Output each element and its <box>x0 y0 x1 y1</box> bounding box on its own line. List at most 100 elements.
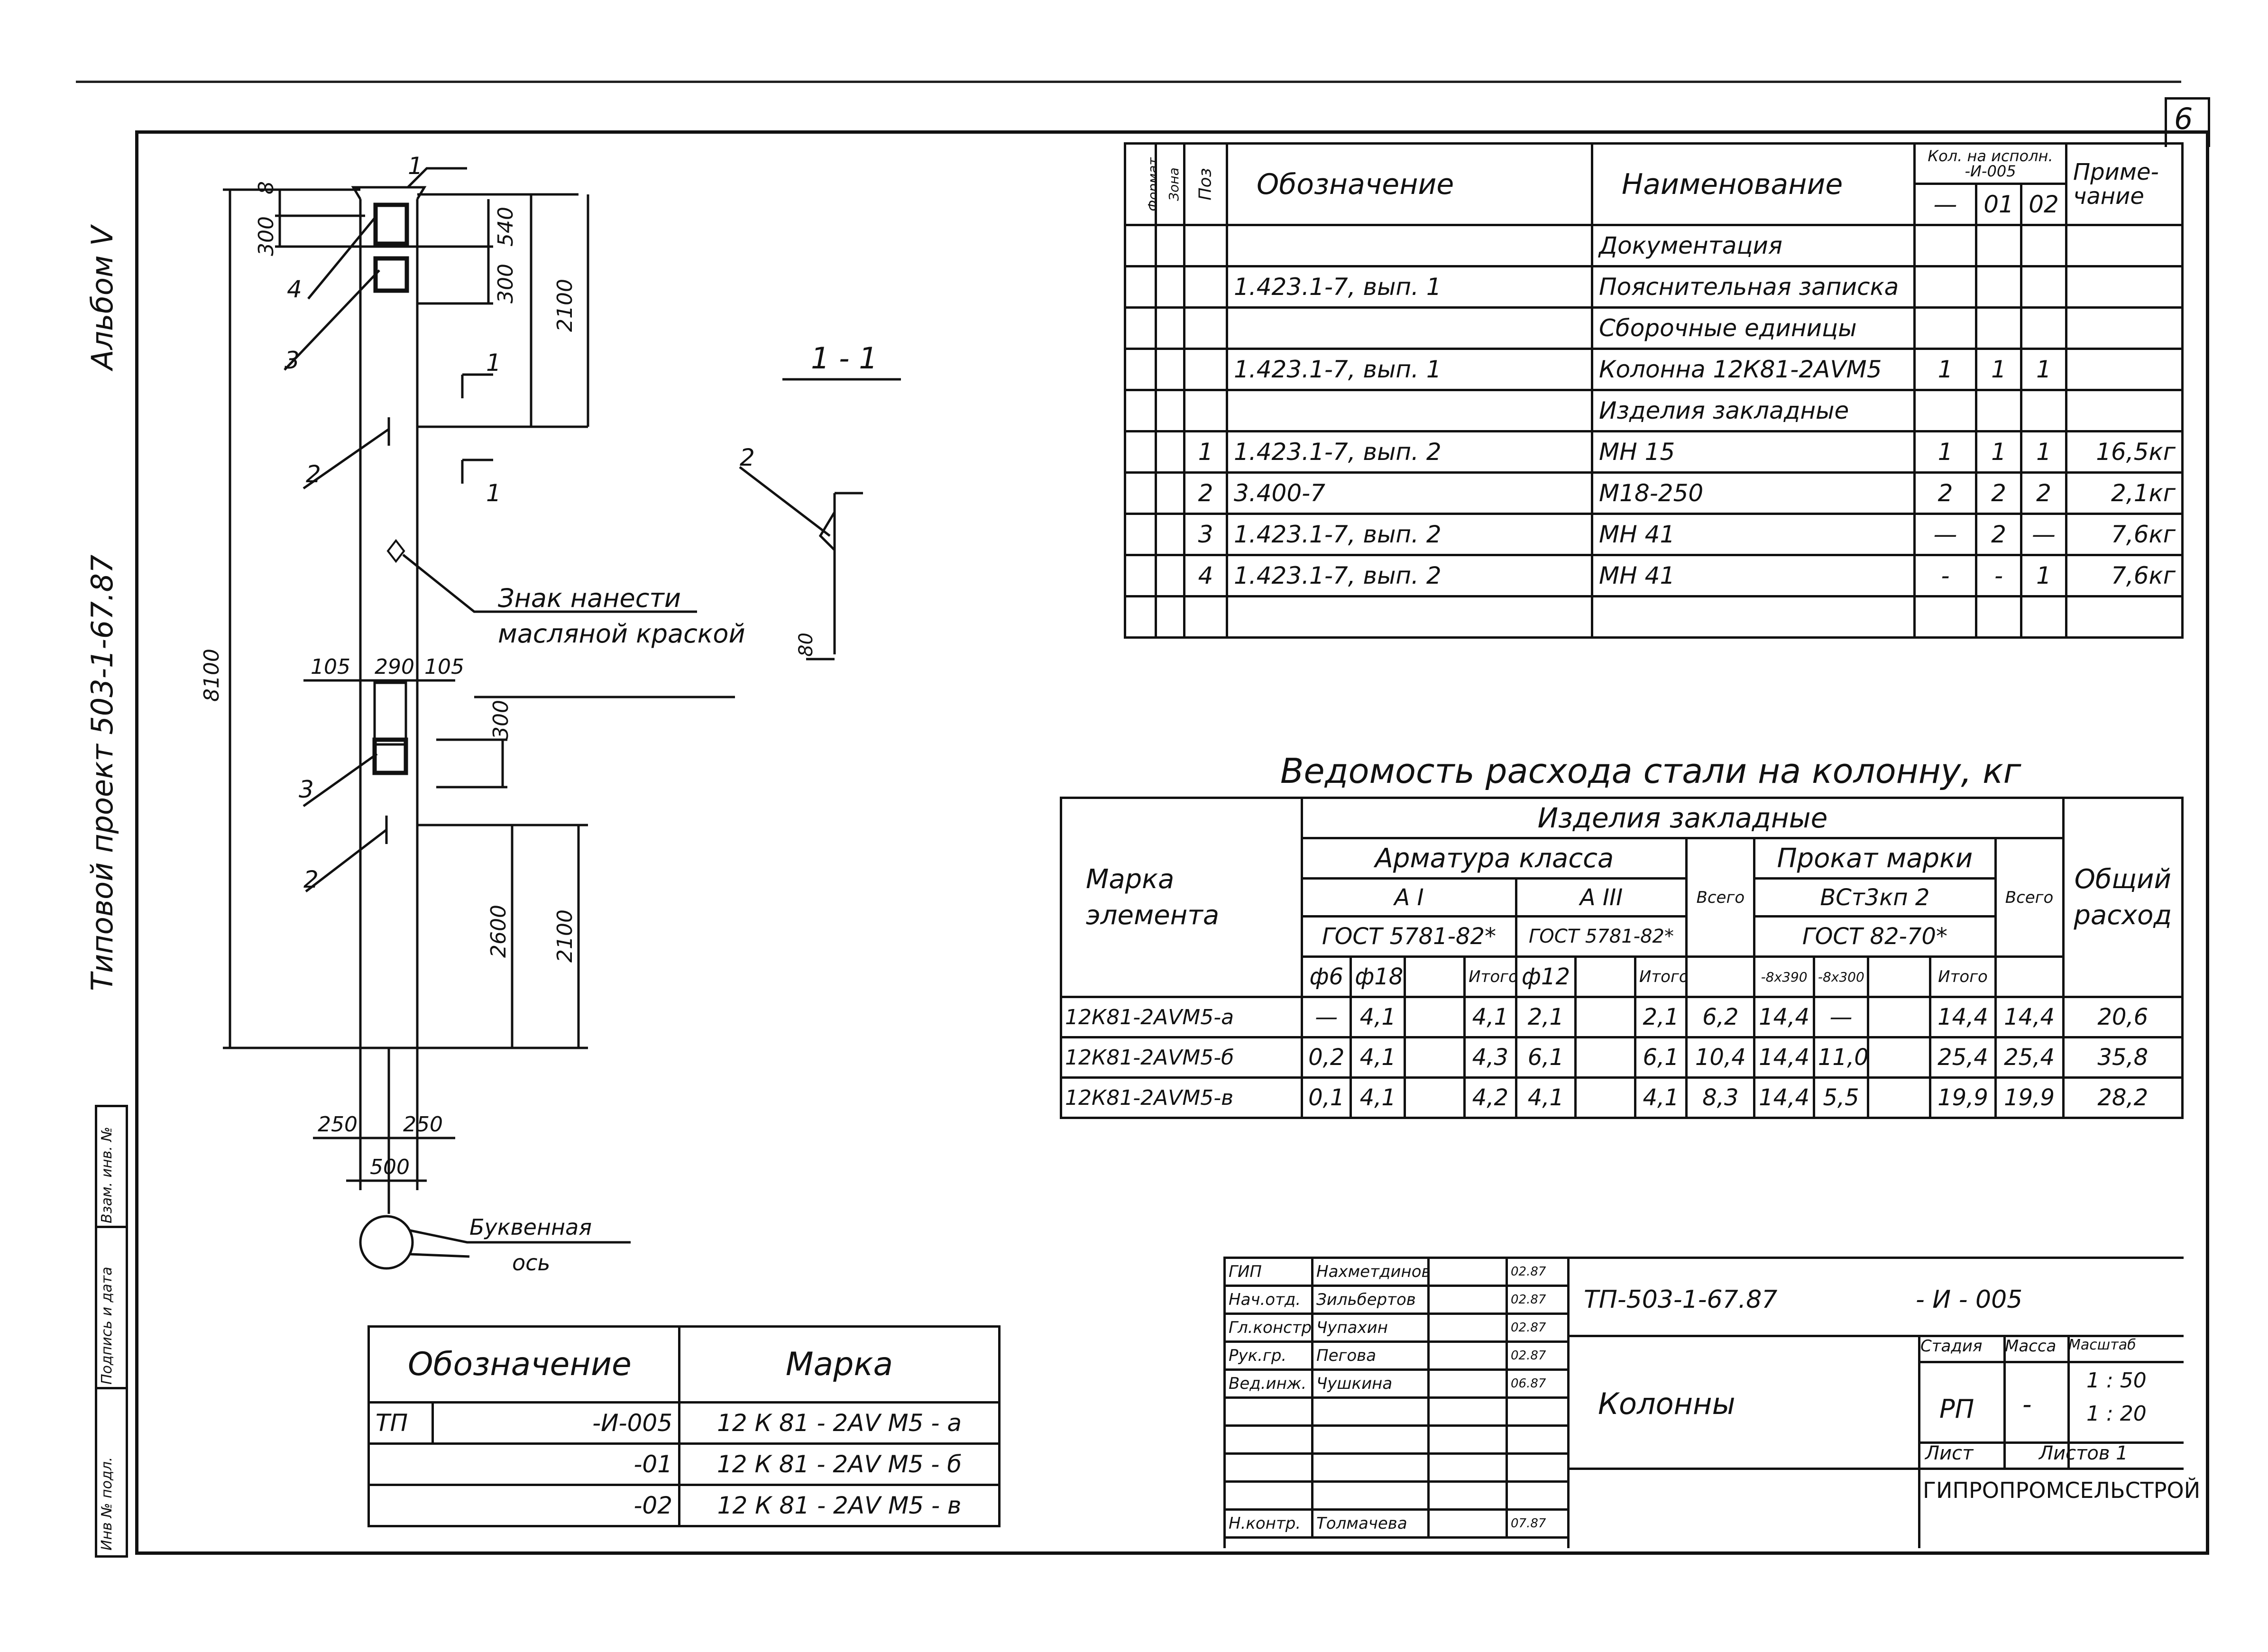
spec-note <box>2065 389 2184 432</box>
spec-q2 <box>2020 595 2067 639</box>
spec-designation <box>1226 595 1593 639</box>
dim-300-low: 300 <box>489 700 513 740</box>
marks-designation: -02 <box>432 1484 681 1527</box>
spec-pos <box>1183 595 1228 639</box>
steel-head-rebar: Арматура класса <box>1301 837 1688 880</box>
steel-cell-it3: 14,4 <box>1929 996 1997 1038</box>
steel-cell-p2: 5,5 <box>1812 1076 1870 1119</box>
staff-role: Вед.инж. <box>1223 1368 1313 1399</box>
spec-note <box>2065 306 2184 350</box>
spec-name: Сборочные единицы <box>1591 306 1916 350</box>
steel-head-itogo3: Итого <box>1929 955 1997 998</box>
steel-cell-tot2: 19,9 <box>1994 1076 2065 1119</box>
spec-note <box>2065 224 2184 267</box>
marks-prefix: ТП <box>367 1401 434 1445</box>
note-line-1: Знак нанести <box>498 583 681 613</box>
marks-designation: -И-005 <box>431 1401 681 1445</box>
dim-2100-bottom: 2100 <box>553 909 577 963</box>
stamp-mass-label: Масса <box>2005 1337 2057 1356</box>
stamp-sheet-label: Лист <box>1925 1442 1974 1464</box>
steel-head-p1: -8х390 <box>1753 955 1815 998</box>
steel-cell-tot1: 6,2 <box>1685 996 1756 1038</box>
spec-zone <box>1155 389 1185 432</box>
stamp-stage-label: Стадия <box>1920 1337 1983 1356</box>
stamp-mass: - <box>2022 1389 2032 1419</box>
steel-head-a3: А III <box>1515 877 1688 918</box>
steel-cell-d6: 0,2 <box>1301 1036 1352 1079</box>
spec-designation: 3.400-7 <box>1226 471 1593 515</box>
staff-role: Гл.констр. <box>1223 1312 1313 1343</box>
marks-mark: 12 К 81 - 2АV М5 - а <box>678 1401 1001 1445</box>
marks-head-mark: Марка <box>678 1325 1001 1404</box>
spec-head-qty: Кол. на исполн. -И-005 <box>1913 142 2067 185</box>
steel-head-gost3: ГОСТ 82-70* <box>1753 915 1997 958</box>
spec-pos <box>1183 389 1228 432</box>
spec-note <box>2065 348 2184 391</box>
stamp-code2: - И - 005 <box>1916 1285 2023 1314</box>
section-mark-top: 1 <box>486 349 501 376</box>
steel-cell-d12: 4,1 <box>1515 1076 1577 1119</box>
steel-cell-it2: 2,1 <box>1634 996 1688 1038</box>
staff-name: Чушкина <box>1311 1368 1430 1399</box>
spec-zone <box>1155 224 1185 267</box>
steel-head-d18: ф18 <box>1350 955 1406 998</box>
spec-row: Сборочные единицы <box>1124 306 2184 350</box>
spec-q0: 1 <box>1913 348 1977 391</box>
steel-cell-e3 <box>1867 1036 1932 1079</box>
steel-cell-e1 <box>1404 1036 1466 1079</box>
steel-cell-overall: 28,2 <box>2062 1076 2184 1119</box>
spec-format <box>1124 348 1157 391</box>
marks-prefix <box>367 1442 433 1486</box>
staff-signature <box>1427 1368 1508 1399</box>
spec-q2: 1 <box>2020 348 2067 391</box>
steel-cell-tot1: 10,4 <box>1685 1036 1756 1079</box>
marks-mark: 12 К 81 - 2АV М5 - б <box>678 1442 1001 1486</box>
staff-row-empty <box>1223 1480 1570 1511</box>
spec-zone <box>1155 471 1185 515</box>
spec-designation: 1.423.1-7, вып. 2 <box>1226 554 1593 597</box>
spec-pos: 3 <box>1183 513 1228 556</box>
spec-q2: 1 <box>2020 554 2067 597</box>
staff-date: 06.87 <box>1506 1368 1570 1399</box>
spec-q2 <box>2020 306 2067 350</box>
spec-designation <box>1226 389 1593 432</box>
stamp-code: ТП-503-1-67.87 <box>1584 1285 1778 1314</box>
spec-pos <box>1183 265 1228 309</box>
staff-role: Рук.гр. <box>1223 1340 1313 1371</box>
steel-cell-d12: 2,1 <box>1515 996 1577 1038</box>
spec-q2: 1 <box>2020 430 2067 474</box>
spec-zone <box>1155 348 1185 391</box>
spec-format <box>1124 595 1157 639</box>
callout-1-top: 1 <box>408 152 423 180</box>
spec-q0: — <box>1913 513 1977 556</box>
spec-name: МН 41 <box>1591 554 1916 597</box>
steel-cell-d12: 6,1 <box>1515 1036 1577 1079</box>
spec-head-name: Наименование <box>1591 142 1916 226</box>
steel-cell-overall: 35,8 <box>2062 1036 2184 1079</box>
spec-name: Пояснительная записка <box>1591 265 1916 309</box>
steel-head-embedded: Изделия закладные <box>1301 797 2065 839</box>
steel-head-mark: Марка элемента <box>1059 797 1304 998</box>
spec-row: Документация <box>1124 224 2184 267</box>
staff-name: Толмачева <box>1311 1508 1430 1539</box>
spec-q1 <box>1975 595 2022 639</box>
steel-cell-tot2: 25,4 <box>1994 1036 2065 1079</box>
dim-250-right: 250 <box>403 1112 443 1137</box>
spec-zone <box>1155 306 1185 350</box>
spec-q1: 1 <box>1975 348 2022 391</box>
steel-head-vst: ВСт3кп 2 <box>1753 877 1997 918</box>
spec-q1: 1 <box>1975 430 2022 474</box>
staff-date: 02.87 <box>1506 1257 1570 1287</box>
steel-cell-d18: 4,1 <box>1350 996 1406 1038</box>
spec-note: 2,1кг <box>2065 471 2184 515</box>
spec-head-pos: Поз <box>1196 168 1215 201</box>
stamp-scale-label: Масштаб <box>2068 1337 2136 1353</box>
